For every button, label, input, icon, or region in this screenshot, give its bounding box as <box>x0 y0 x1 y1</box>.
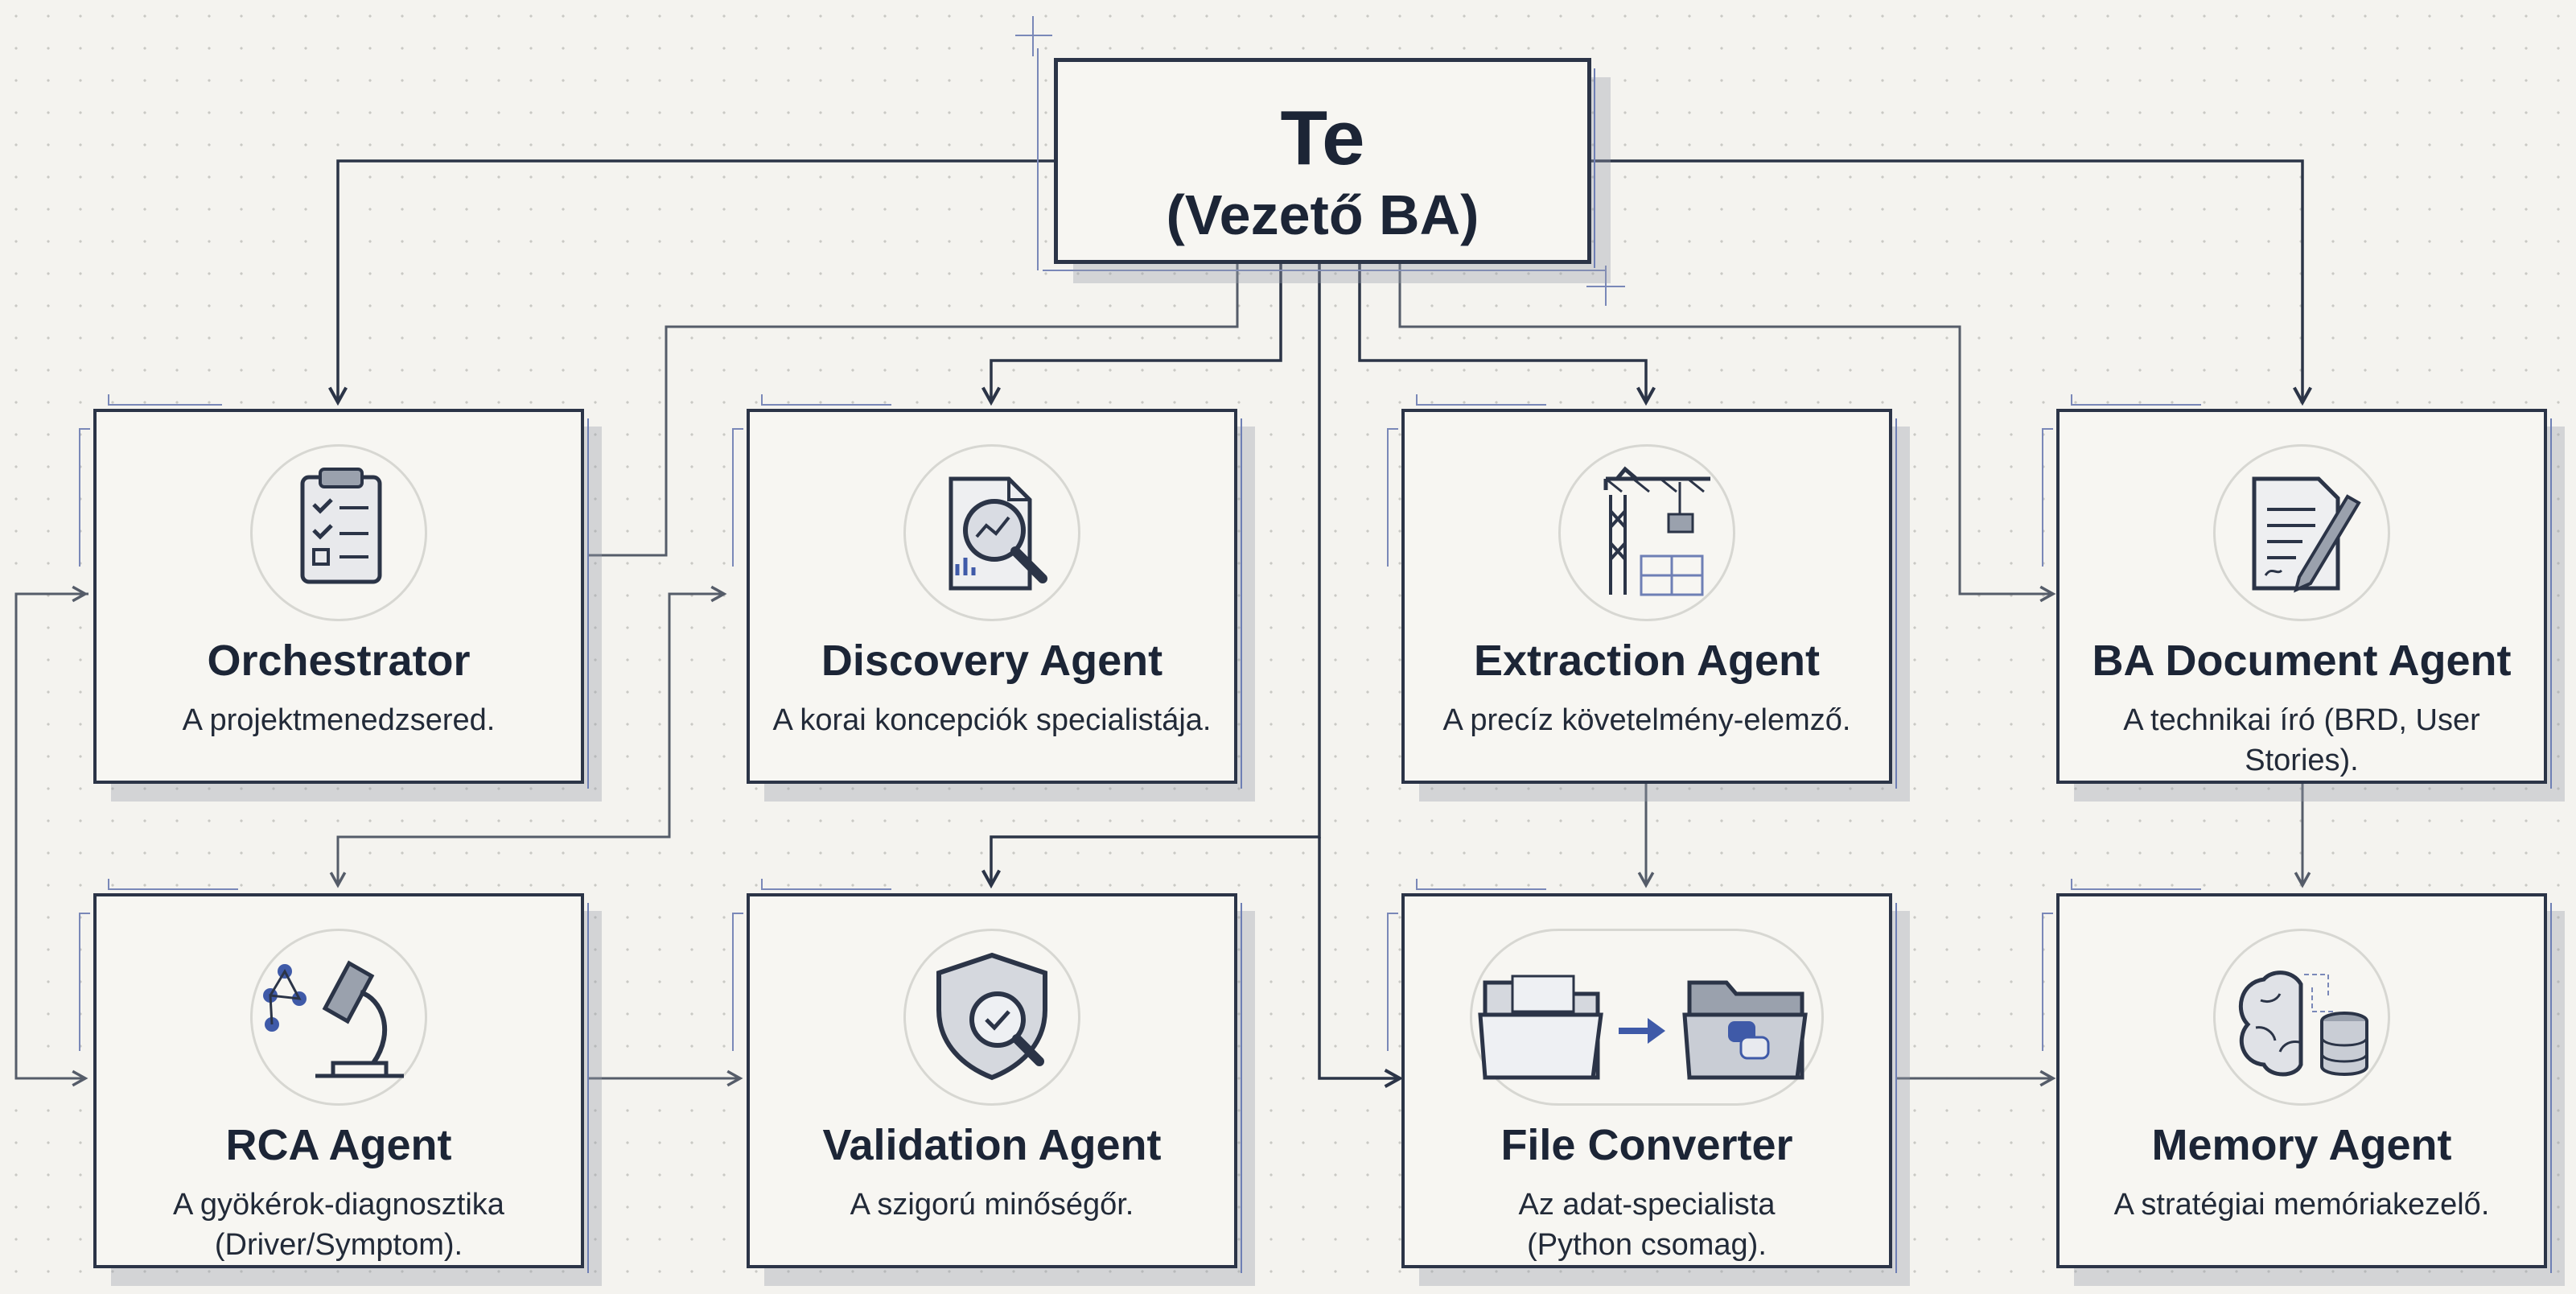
lead-ba-subtitle: (Vezető BA) <box>1166 183 1479 246</box>
card-validation-agent: Validation Agent A szigorú minőségőr. <box>732 879 1242 1273</box>
card-desc: A korai koncepciók specialistája. <box>772 703 1212 737</box>
card-memory-agent: Memory Agent A stratégiai memóriakezelő. <box>2042 879 2552 1273</box>
shield-check-icon <box>903 929 1080 1106</box>
edge-te-discovery <box>991 264 1282 402</box>
card-title: Discovery Agent <box>821 637 1163 685</box>
card-title: Validation Agent <box>822 1121 1162 1169</box>
card-extraction-agent: Extraction Agent A precíz követelmény-el… <box>1387 394 1897 789</box>
edge-left-loop <box>14 592 88 1078</box>
clipboard-checklist-icon <box>250 444 427 621</box>
microscope-icon <box>250 929 427 1106</box>
card-title: BA Document Agent <box>2092 637 2512 685</box>
brain-database-icon <box>2213 929 2390 1106</box>
card-desc: A stratégiai memóriakezelő. <box>2113 1188 2490 1222</box>
card-title: RCA Agent <box>225 1121 452 1169</box>
edge-te-ba-side <box>1398 264 2053 594</box>
lead-ba-node: Te (Vezető BA) <box>1054 58 1595 268</box>
card-discovery-agent: Discovery Agent A korai koncepciók speci… <box>732 394 1242 789</box>
card-rca-agent: RCA Agent A gyökérok-diagnosztika (Drive… <box>79 879 589 1273</box>
card-title: Orchestrator <box>207 637 471 685</box>
crane-icon <box>1558 444 1735 621</box>
lead-ba-title: Te <box>1280 95 1365 181</box>
document-magnifier-icon <box>903 444 1080 621</box>
card-desc: A technikai író (BRD, User Stories). <box>2123 703 2480 777</box>
card-desc: A gyökérok-diagnosztika (Driver/Symptom)… <box>173 1188 504 1262</box>
card-title: Extraction Agent <box>1473 637 1821 685</box>
edge-te-file-converter <box>1318 837 1400 1078</box>
edge-te-extraction <box>1358 264 1646 402</box>
edge-te-orchestrator <box>338 159 1054 402</box>
card-file-converter: File Converter Az adat-specialista (Pyth… <box>1387 879 1897 1273</box>
card-ba-document-agent: BA Document Agent A technikai író (BRD, … <box>2042 394 2552 789</box>
card-orchestrator: Orchestrator A projektmenedzsered. <box>79 394 589 789</box>
card-desc: A projektmenedzsered. <box>182 703 496 737</box>
document-pen-icon <box>2213 444 2390 621</box>
edge-orchestrator-discovery <box>587 264 1239 557</box>
edge-te-validation <box>991 264 1321 885</box>
card-title: Memory Agent <box>2151 1121 2452 1169</box>
card-desc: A szigorú minőségőr. <box>850 1188 1134 1222</box>
card-desc: Az adat-specialista (Python csomag). <box>1518 1188 1776 1262</box>
edge-te-ba-document <box>1591 159 2302 402</box>
crosshair-icon <box>1015 16 1625 306</box>
card-title: File Converter <box>1500 1121 1793 1169</box>
folder-convert-icon <box>1470 929 1824 1106</box>
card-desc: A precíz követelmény-elemző. <box>1442 703 1851 737</box>
